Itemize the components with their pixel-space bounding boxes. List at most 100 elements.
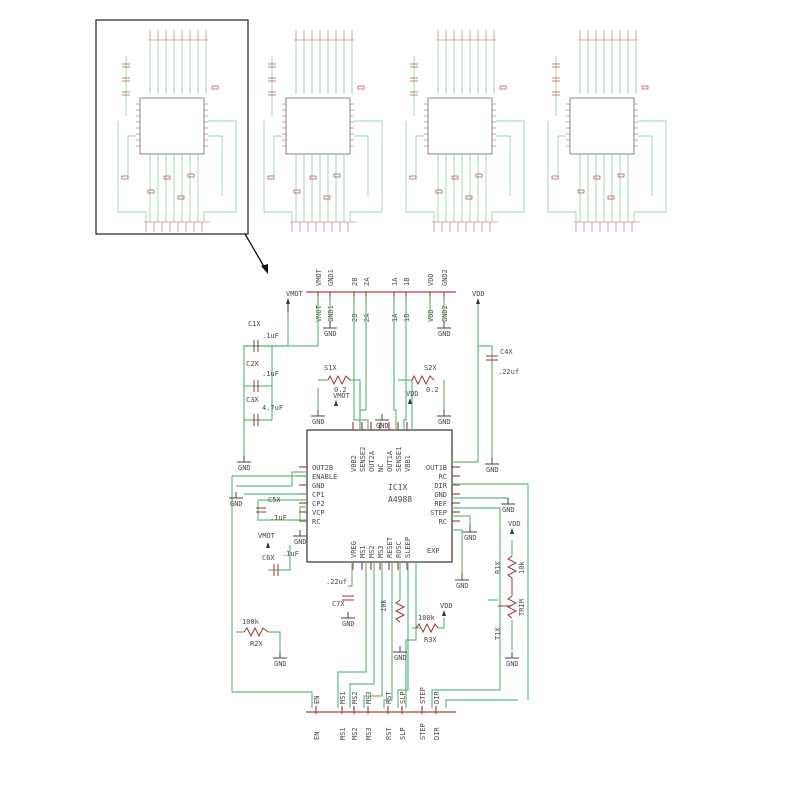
ic-left-pin-label: OUT2B: [312, 464, 333, 472]
svg-text:.1uF: .1uF: [282, 550, 299, 558]
svg-text:0.2: 0.2: [334, 386, 347, 394]
vmot-symbol-2: VMOT: [333, 392, 351, 406]
svg-text:C4X: C4X: [500, 348, 513, 356]
ic-top-pin-label: OUT1A: [386, 450, 394, 472]
svg-text:S2X: S2X: [424, 364, 437, 372]
ic-top-pin-label: VBB2: [350, 455, 358, 472]
footer-pin-inner-label: STEP: [419, 687, 427, 704]
footer-pin-label: EN: [313, 732, 321, 740]
ground-symbols: GND GND GND GND GND GND GND GND GND GND GND GND GND G…: [229, 322, 519, 668]
svg-text:.22uf: .22uf: [498, 368, 519, 376]
thumbnail-row: [117, 30, 667, 232]
capacitor-c6: C6X .1uF: [262, 550, 299, 576]
ic-bottom-pin-label: ROSC: [395, 541, 403, 558]
wires: [231, 296, 529, 708]
ic-bottom-pin-label: RESET: [386, 536, 394, 558]
ic-right-pin-label: RC: [439, 518, 447, 526]
footer-pin-label: MS2: [351, 727, 359, 740]
gnd-label: GND: [456, 582, 469, 590]
ic-bottom-pin-label: MS2: [368, 545, 376, 558]
header-pin-label: 2A: [363, 277, 371, 286]
vmot-label-1: VMOT: [286, 290, 304, 298]
capacitor-c2: C2X .1uF: [246, 360, 279, 392]
ic-left-pin-label: VCP: [312, 509, 325, 517]
svg-text:R2X: R2X: [250, 640, 263, 648]
footer-pin-inner-label: MS1: [339, 691, 347, 704]
header-pin-label: 1B: [403, 278, 411, 286]
svg-text:C5X: C5X: [268, 496, 281, 504]
svg-text:100k: 100k: [418, 614, 436, 622]
svg-text:.1uF: .1uF: [270, 514, 287, 522]
gnd-label: GND: [438, 330, 451, 338]
ic-right-pin-label: GND: [434, 491, 447, 499]
vdd-symbol-1: VDD: [472, 290, 485, 304]
footer-pin-inner-label: MS2: [351, 691, 359, 704]
svg-text:4.7uF: 4.7uF: [262, 404, 283, 412]
gnd-label: GND: [438, 418, 451, 426]
ic-right-pin-label: STEP: [430, 509, 447, 517]
ic-bottom-pin-label: MS1: [359, 545, 367, 558]
svg-text:C6X: C6X: [262, 554, 275, 562]
svg-text:R3X: R3X: [424, 636, 437, 644]
gnd-label: GND: [394, 654, 407, 662]
resistor-r1: 10k R1X: [494, 555, 526, 579]
capacitor-c7: .22uf C7X: [326, 578, 354, 608]
zoom-arrow: [244, 233, 268, 274]
ic-top-pin-label: OUT2A: [368, 450, 376, 472]
ic-left-pin-label: CP2: [312, 500, 325, 508]
gnd-label: GND: [294, 538, 307, 546]
gnd-label: GND: [230, 500, 243, 508]
vdd-symbol-4: VDD: [440, 602, 453, 616]
ic-exp-label: EXP: [427, 547, 440, 555]
svg-text:C1X: C1X: [248, 320, 261, 328]
ic-bottom-pin-label: VREG: [350, 541, 358, 558]
ic-top-pin-label: SENSE2: [359, 447, 367, 472]
header-pin-label: 2B: [351, 278, 359, 286]
ic-bottom-pin-label: MS3: [377, 545, 385, 558]
ic-bottom-pin-label: SLEEP: [404, 537, 412, 558]
gnd-label: GND: [312, 418, 325, 426]
gnd-label: GND: [486, 466, 499, 474]
svg-text:VDD: VDD: [406, 390, 419, 398]
svg-text:VMOT: VMOT: [333, 392, 351, 400]
footer-pin-inner-label: EN: [313, 696, 321, 704]
svg-text:.1uF: .1uF: [262, 370, 279, 378]
header-pin-inner-label: GND1: [327, 305, 335, 322]
vdd-label-1: VDD: [472, 290, 485, 298]
svg-text:10k: 10k: [518, 561, 526, 574]
footer-connector: ENENMS1MS1MS2MS2MS3MS3RSTRSTSLPSLPSTEPST…: [306, 687, 456, 740]
footer-pin-inner-label: SLP: [399, 691, 407, 704]
capacitor-c4: C4X .22uf: [486, 348, 519, 376]
svg-text:0.2: 0.2: [426, 386, 439, 394]
gnd-label: GND: [324, 330, 337, 338]
ic-left-pin-label: CP1: [312, 491, 325, 499]
svg-text:100k: 100k: [242, 618, 260, 626]
header-pin-label: VMOT: [315, 268, 323, 286]
gnd-label: GND: [238, 464, 251, 472]
gnd-label: GND: [376, 422, 389, 430]
ic-top-pin-label: VBB1: [404, 455, 412, 472]
svg-text:R1X: R1X: [494, 561, 502, 574]
vmot-symbol-3: VMOT: [258, 532, 276, 548]
svg-text:T1X: T1X: [494, 627, 502, 640]
ic-top-pin-label: SENSE1: [395, 447, 403, 472]
header-pin-inner-label: 2B: [351, 314, 359, 322]
header-pin-inner-label: 1B: [403, 314, 411, 322]
schematic-thumbnail: [405, 30, 525, 232]
ic-right-pin-label: RC: [439, 473, 447, 481]
footer-pin-label: MS3: [365, 727, 373, 740]
capacitor-c5: C5X .1uF: [256, 496, 287, 522]
footer-pin-inner-label: MS3: [365, 691, 373, 704]
gnd-label: GND: [464, 534, 477, 542]
resistor-s2: S2X 0.2: [411, 364, 439, 394]
ic-left-pin-label: ENABLE: [312, 473, 337, 481]
capacitor-c1: C1X .1uF: [248, 320, 279, 352]
header-pin-label: 1A: [391, 277, 399, 286]
svg-text:10k: 10k: [380, 599, 388, 612]
ic-right-pin-label: OUT1B: [426, 464, 447, 472]
header-pin-inner-label: 1A: [391, 313, 399, 322]
ic-ref: IC1X: [388, 483, 407, 492]
svg-text:VMOT: VMOT: [258, 532, 276, 540]
schematic-thumbnail: [547, 30, 667, 232]
gnd-label: GND: [274, 660, 287, 668]
